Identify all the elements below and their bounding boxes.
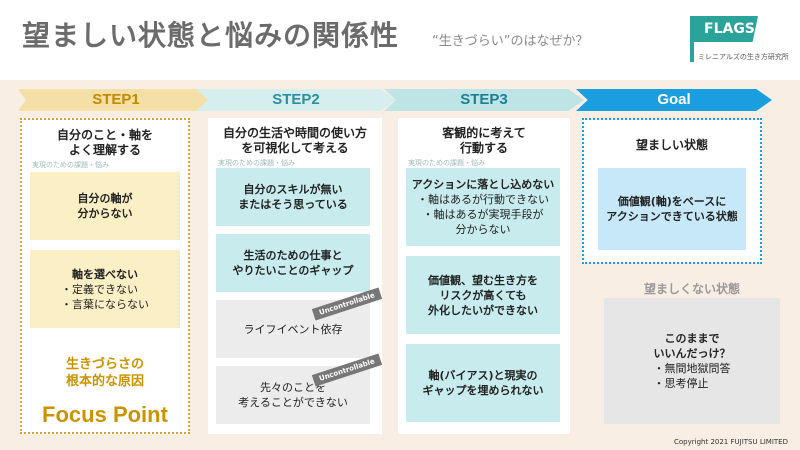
step3-issue-title: アクションに落とし込めない — [411, 178, 555, 191]
step3-heading: 客観的に考えて 行動する — [442, 126, 526, 155]
page-subtitle: “生きづらい”のはなぜか？ — [432, 34, 589, 49]
step2-issue-gap: 生活のための仕事と やりたいことのギャップ — [216, 234, 370, 292]
step3-header: STEP3 — [384, 89, 584, 111]
root-cause-label: 生きづらさの 根本的な原因 — [65, 357, 144, 389]
step3-issue-externalize: 価値観、望む生き方を リスクが高くても 外化したいができない — [406, 256, 560, 334]
step1-caption: 実現のための課題・悩み — [32, 161, 109, 169]
flags-logo: FLAGS ミレニアルズの生き方研究所 — [690, 16, 790, 66]
undesired-state: このままで いいんだっけ？ ・無間地獄問答 ・思考停止 — [604, 298, 780, 424]
step3-issue-no-action: アクションに落とし込めない ・軸はあるが行動できない ・軸はあるが実現手段が 分… — [406, 168, 560, 246]
undesired-heading: 望ましくない状態 — [643, 282, 740, 296]
step1-issue-axis-unknown: 自分の軸が 分からない — [30, 172, 180, 240]
undesired-title: このままで いいんだっけ？ — [653, 332, 731, 360]
page-title: 望ましい状態と悩みの関係性 — [22, 19, 400, 52]
flag-icon: FLAGS — [690, 16, 758, 42]
step2-issue-no-skill: 自分のスキルが無い またはそう思っている — [216, 168, 370, 226]
step1-issue-items: ・定義できない ・言葉にならない — [61, 282, 149, 311]
step3-column: 客観的に考えて 行動する 実現のための課題・悩み アクションに落とし込めない ・… — [398, 118, 570, 434]
logo-tagline: ミレニアルズの生き方研究所 — [698, 53, 789, 61]
step3-issue-items: ・軸はあるが行動できない ・軸はあるが実現手段が 分からない — [417, 193, 549, 236]
goal-desired-state: 価値観(軸)をベースに アクションできている状態 — [598, 168, 746, 250]
step2-caption: 実現のための課題・悩み — [218, 159, 295, 167]
step2-header: STEP2 — [196, 89, 396, 111]
goal-column: 望ましい状態 価値観(軸)をベースに アクションできている状態 — [582, 118, 762, 264]
copyright: Copyright 2021 FUJITSU LIMITED — [674, 438, 788, 446]
step1-header: STEP1 — [18, 89, 214, 111]
step1-issue-cannot-choose: 軸を選べない ・定義できない ・言葉にならない — [30, 250, 180, 328]
step1-column: 自分のこと・軸を よく理解する 実現のための課題・悩み 自分の軸が 分からない … — [20, 118, 190, 434]
step2-column: 自分の生活や時間の使い方 を可視化して考える 実現のための課題・悩み 自分のスキ… — [208, 118, 383, 434]
focus-point-label: Focus Point — [42, 402, 168, 427]
step1-issue-title: 軸を選べない — [72, 267, 138, 281]
goal-header: Goal — [576, 89, 772, 111]
step3-issue-bias-gap: 軸(バイアス)と現実の ギャップを埋められない — [406, 344, 560, 422]
goal-heading: 望ましい状態 — [635, 138, 708, 152]
step3-caption: 実現のための課題・悩み — [408, 159, 485, 167]
undesired-items: ・無間地獄問答 ・思考停止 — [653, 362, 731, 390]
step1-heading: 自分のこと・軸を よく理解する — [56, 128, 153, 157]
step2-heading: 自分の生活や時間の使い方 を可視化して考える — [222, 126, 367, 155]
